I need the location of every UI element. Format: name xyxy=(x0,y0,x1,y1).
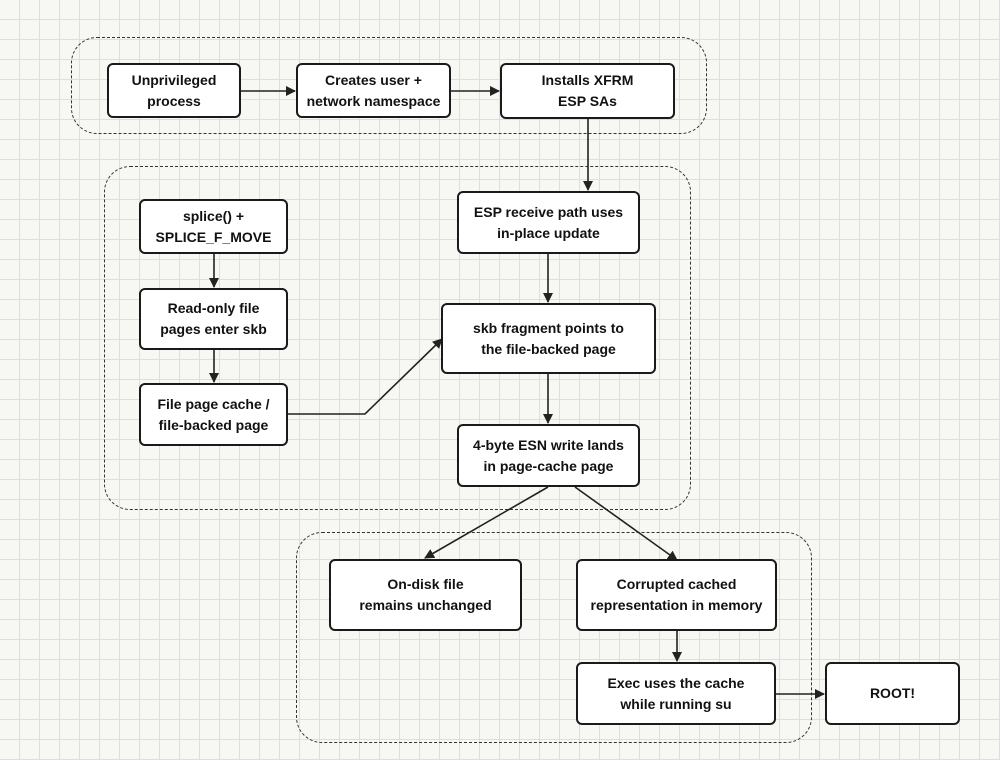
node-install-xfrm: Installs XFRM ESP SAs xyxy=(500,63,675,119)
exploit-group xyxy=(104,166,691,510)
node-exec-su: Exec uses the cache while running su xyxy=(576,662,776,725)
node-splice: splice() + SPLICE_F_MOVE xyxy=(139,199,288,254)
node-readonly-pages: Read-only file pages enter skb xyxy=(139,288,288,350)
node-page-cache: File page cache / file-backed page xyxy=(139,383,288,446)
node-unprivileged-process: Unprivileged process xyxy=(107,63,241,118)
edge-esn-write-to-on-disk xyxy=(424,486,549,559)
outcome-group xyxy=(296,532,812,743)
setup-group xyxy=(71,37,707,134)
node-on-disk-file: On-disk file remains unchanged xyxy=(329,559,522,631)
node-skb-fragment: skb fragment points to the file-backed p… xyxy=(441,303,656,374)
edge-esn-write-to-corrupted xyxy=(574,486,678,561)
node-corrupted-cache: Corrupted cached representation in memor… xyxy=(576,559,777,631)
node-esp-receive-path: ESP receive path uses in-place update xyxy=(457,191,640,254)
node-create-namespace: Creates user + network namespace xyxy=(296,63,451,118)
node-esn-write: 4-byte ESN write lands in page-cache pag… xyxy=(457,424,640,487)
edge-page-cache-to-skb-fragment xyxy=(288,338,443,415)
node-root: ROOT! xyxy=(825,662,960,725)
